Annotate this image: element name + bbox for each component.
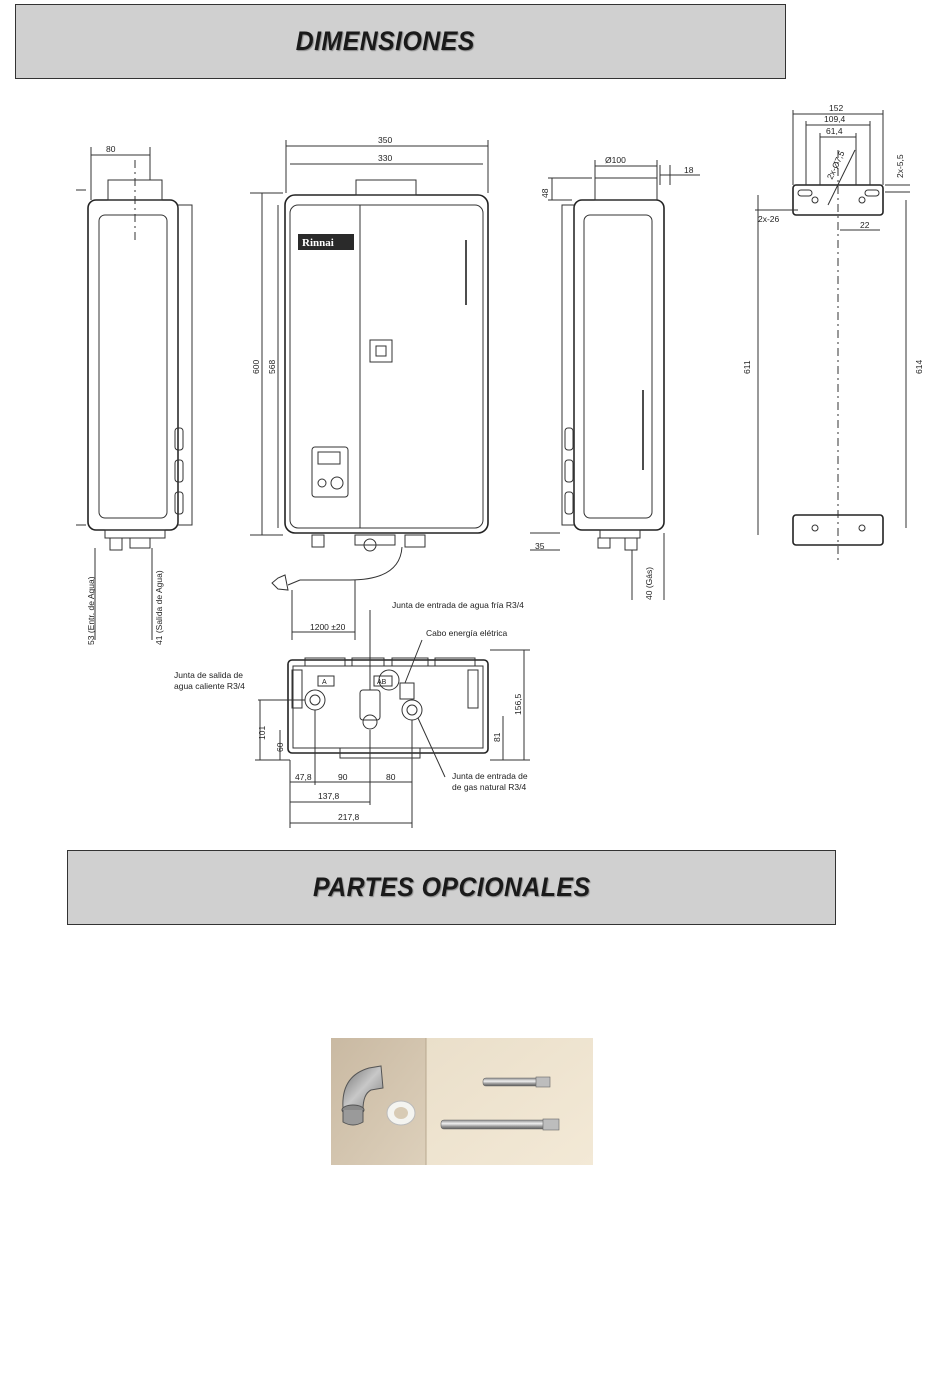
width-137-dim: 137,8 xyxy=(318,791,340,801)
front-inner-width-dim: 330 xyxy=(378,153,392,163)
water-inlet-dim: 53 (Entr. de Agua) xyxy=(86,576,96,645)
gas-inlet-dim: 40 (Gás) xyxy=(644,567,654,600)
height-101-dim: 101 xyxy=(257,726,267,740)
bracket-holes-dim: 2x-Ø7,5 xyxy=(825,149,847,181)
bracket-slots-right-dim: 2x-5,5 xyxy=(895,154,905,178)
base-height-dim: 35 xyxy=(535,541,545,551)
front-inner-height-dim: 568 xyxy=(267,360,277,374)
bracket-gap-dim: 22 xyxy=(860,220,870,230)
bracket-height-left-dim: 611 xyxy=(742,360,752,374)
width-90-dim: 90 xyxy=(338,772,348,782)
flue-diameter-dim: Ø100 xyxy=(605,155,626,165)
height-81-dim: 81 xyxy=(492,732,502,742)
short-gas-pipe-icon xyxy=(482,1076,551,1088)
gas-joint-label-2: de gas natural R3/4 xyxy=(452,782,526,792)
gas-joint-label-1: Junta de entrada de xyxy=(452,771,528,781)
bracket-width-61-dim: 61,4 xyxy=(826,126,843,136)
right-side-view: Ø100 18 48 35 40 (Gás) xyxy=(530,155,700,600)
width-217-dim: 217,8 xyxy=(338,812,360,822)
height-156-dim: 156,5 xyxy=(513,693,523,715)
bottom-view: A AB Junta de entrada de agua fría R3/4 … xyxy=(174,600,530,828)
hot-water-joint-label-1: Junta de salida de xyxy=(174,670,243,680)
brand-logo-text: Rinnai xyxy=(302,237,334,249)
hot-water-joint-label-2: agua caliente R3/4 xyxy=(174,681,245,691)
dimensions-heading-banner: DIMENSIONES xyxy=(15,4,786,79)
water-outlet-dim: 41 (Salida de Agua) xyxy=(154,570,164,645)
hot-water-marker: A xyxy=(322,679,327,686)
width-47-dim: 47,8 xyxy=(295,772,312,782)
front-height-dim: 600 xyxy=(251,360,261,374)
flue-offset-dim: 18 xyxy=(684,165,694,175)
height-60-dim: 60 xyxy=(275,742,285,752)
bracket-width-152-dim: 152 xyxy=(829,103,843,113)
optional-parts-heading: PARTES OPCIONALES xyxy=(312,872,591,902)
front-overall-width-dim: 350 xyxy=(378,135,392,145)
left-top-width-dim: 80 xyxy=(106,144,116,154)
front-view: 350 330 Rinnai 600 568 1200 ±20 xyxy=(250,135,489,640)
long-gas-pipe-icon xyxy=(440,1118,560,1131)
cable-length-dim: 1200 ±20 xyxy=(310,622,346,632)
bracket-view: 152 109,4 61,4 2x-Ø7,5 2x-5,5 2x-26 22 6… xyxy=(742,103,924,560)
left-side-view: 80 53 (Entr. de Agua) 41 (Salida de Agua… xyxy=(76,144,193,645)
dimensions-technical-drawing: 80 53 (Entr. de Agua) 41 (Salida de Agua… xyxy=(76,103,924,828)
bracket-height-right-dim: 614 xyxy=(914,360,924,374)
cold-water-joint-label: Junta de entrada de agua fría R3/4 xyxy=(392,600,524,610)
width-80-dim: 80 xyxy=(386,772,396,782)
flue-elbow-icon xyxy=(341,1065,384,1126)
cold-water-marker: AB xyxy=(377,679,387,686)
flue-height-dim: 48 xyxy=(540,188,550,198)
bracket-width-109-dim: 109,4 xyxy=(824,114,846,124)
dimensions-heading: DIMENSIONES xyxy=(296,26,475,56)
bracket-slots-left-dim: 2x-26 xyxy=(758,214,780,224)
optional-parts-photo xyxy=(331,1038,593,1165)
power-cable-label: Cabo energía elétrica xyxy=(426,628,508,638)
optional-parts-heading-banner: PARTES OPCIONALES xyxy=(67,850,836,925)
